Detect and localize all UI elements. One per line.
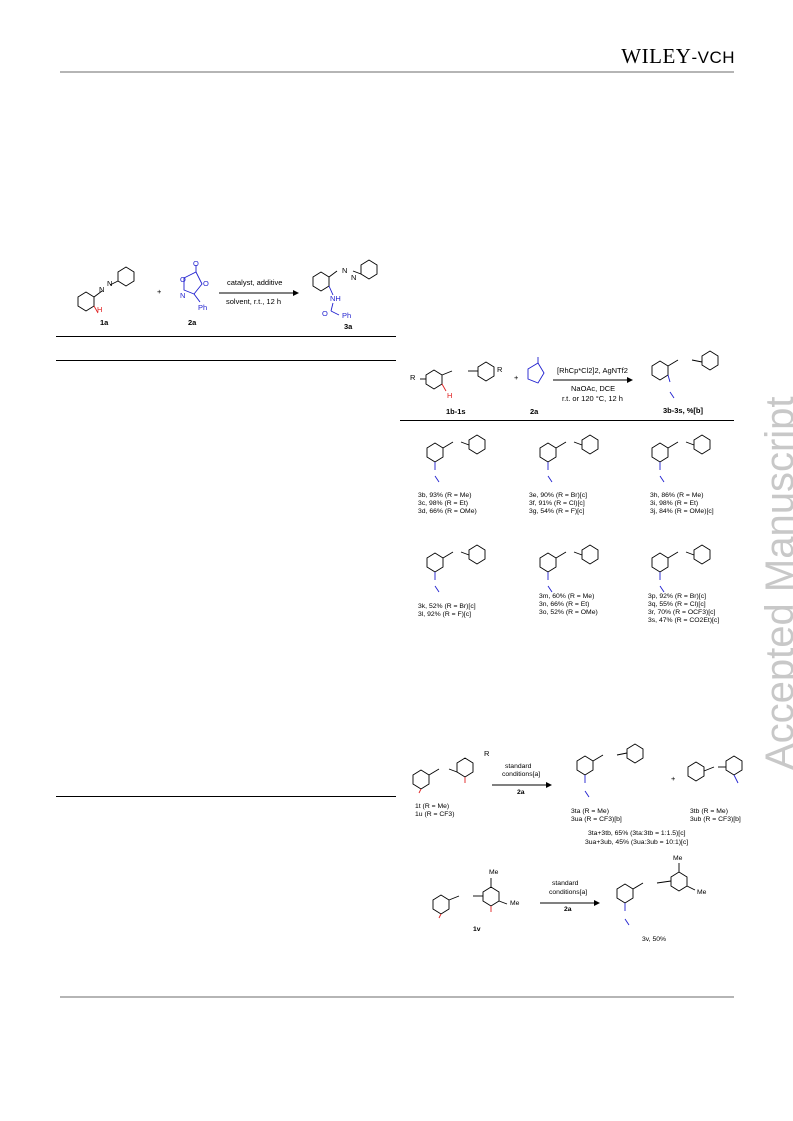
product-structure-3k-3l [426,544,486,593]
product-structure-3e-3g [539,434,599,483]
arrow-text: 2a [564,906,572,913]
scheme4-substrate-1v [432,878,508,919]
scheme2-substrate-1b-1s [420,361,495,392]
yield-caption: 3r, 70% (R = OCF3)[c] [648,609,716,616]
product-label: 3ua (R = CF3)[b] [571,816,622,823]
header-rule [60,71,734,73]
label-3v: 3v, 50% [642,936,667,943]
yield-caption: 3b, 93% (R = Me) [418,492,472,499]
ratio-caption: 3ta+3tb, 65% (3ta:3tb = 1:1.5)[c] [588,830,686,837]
reaction-arrow [492,782,552,788]
yield-caption: 3e, 90% (R = Br)[c] [529,492,587,499]
reagent-bottom: solvent, r.t., 12 h [226,297,282,306]
atom-H: H [447,391,453,400]
label-3a: 3a [344,322,353,331]
atom-Me: Me [489,869,499,876]
atom-O: O [180,275,186,284]
reagent-line3: r.t. or 120 °C, 12 h [562,394,623,403]
plus-sign: + [514,373,519,382]
scheme4-product-3v [616,863,696,926]
accepted-manuscript-watermark: Accepted Manuscript [758,396,793,770]
table-rule [56,360,396,361]
product-structure-3m-3o [539,544,599,593]
atom-Ph: Ph [198,303,208,312]
yield-caption: 3j, 84% (R = OMe)[c] [650,508,714,515]
yield-caption: 3c, 98% (R = Et) [418,500,469,507]
arrow-text: standard [505,763,532,770]
yield-caption: 3k, 52% (R = Br)[c] [418,603,476,610]
yield-caption: 3p, 92% (R = Br)[c] [648,593,706,600]
atom-Me: Me [673,855,683,862]
reaction-arrow [540,900,600,906]
product-label: 3tb (R = Me) [690,808,728,815]
table-rule [56,336,396,337]
atom-N: N [99,285,105,294]
table-rule [56,796,396,797]
yield-caption: 3s, 47% (R = CO2Et)[c] [648,617,720,624]
plus-sign: + [671,774,676,783]
yield-caption: 3q, 55% (R = Cl)[c] [648,601,706,608]
reaction-arrow [219,290,299,296]
arrow-text: conditions[a] [502,771,541,778]
yield-caption: 3g, 54% (R = F)[c] [529,508,585,515]
scheme1-azobenzene-1a [77,266,135,314]
yield-caption: 3h, 86% (R = Me) [650,492,704,499]
atom-H: H [97,305,103,314]
yield-caption: 3l, 92% (R = F)[c] [418,611,472,618]
publisher-logo: WILEY-VCH [621,44,735,68]
product-structure-3p-3s [651,544,711,593]
yield-caption: 3f, 91% (R = Cl)[c] [529,500,585,507]
scheme3-product-3tb [687,755,743,784]
product-structure-3b-3d [426,434,486,483]
ratio-caption: 3ua+3ub, 45% (3ua:3ub = 10:1)[c] [585,839,689,846]
atom-O: O [203,279,209,288]
atom-R: R [497,365,503,374]
label-1v: 1v [473,926,481,933]
arrow-text: standard [552,880,579,887]
scheme-rule [400,420,734,421]
yield-caption: 3o, 52% (R = OMe) [539,609,598,616]
atom-O: O [193,259,199,268]
arrow-text: conditions[a] [549,889,588,896]
arrow-text: 2a [517,789,525,796]
label-2a: 2a [530,407,539,416]
atom-N: N [351,273,357,282]
yield-caption: 3i, 98% (R = Et) [650,500,699,507]
footer-rule [60,996,734,998]
product-label: 3ub (R = CF3)[b] [690,816,741,823]
atom-NH: NH [330,294,341,303]
plus-sign: + [157,287,162,296]
yield-caption: 3d, 66% (R = OMe) [418,508,477,515]
scheme1-product-3a [312,259,378,316]
yield-caption: 3m, 60% (R = Me) [539,593,595,600]
label-2a: 2a [188,318,197,327]
reagent-top: catalyst, additive [227,278,283,287]
scheme1-dioxazolone-2a [183,265,203,303]
atom-N: N [180,291,186,300]
atom-R: R [410,373,416,382]
reaction-arrow [553,377,633,383]
product-structure-3h-3j [651,434,711,483]
atom-N: N [342,266,348,275]
label-1a: 1a [100,318,109,327]
scheme3-product-3ta [576,743,644,798]
reagent-line1: [RhCp*Cl2]2, AgNTf2 [557,366,628,375]
atom-N: N [107,279,113,288]
scheme3-substrate-1t-1u [412,757,474,794]
atom-Me: Me [510,900,520,907]
start-label: 1u (R = CF3) [415,811,455,818]
atom-O: O [322,309,328,318]
scheme2-dioxazolone-2a [527,357,545,384]
product-label: 3ta (R = Me) [571,808,609,815]
atom-Ph: Ph [342,311,352,320]
yield-caption: 3n, 66% (R = Et) [539,601,590,608]
atom-Me: Me [697,889,707,896]
label-1b-1s: 1b-1s [446,407,466,416]
atom-R: R [484,749,490,758]
scheme2-product-3b-3s [651,350,719,399]
reagent-line2: NaOAc, DCE [571,384,616,393]
start-label: 1t (R = Me) [415,803,450,810]
label-product: 3b-3s, %[b] [663,406,704,415]
